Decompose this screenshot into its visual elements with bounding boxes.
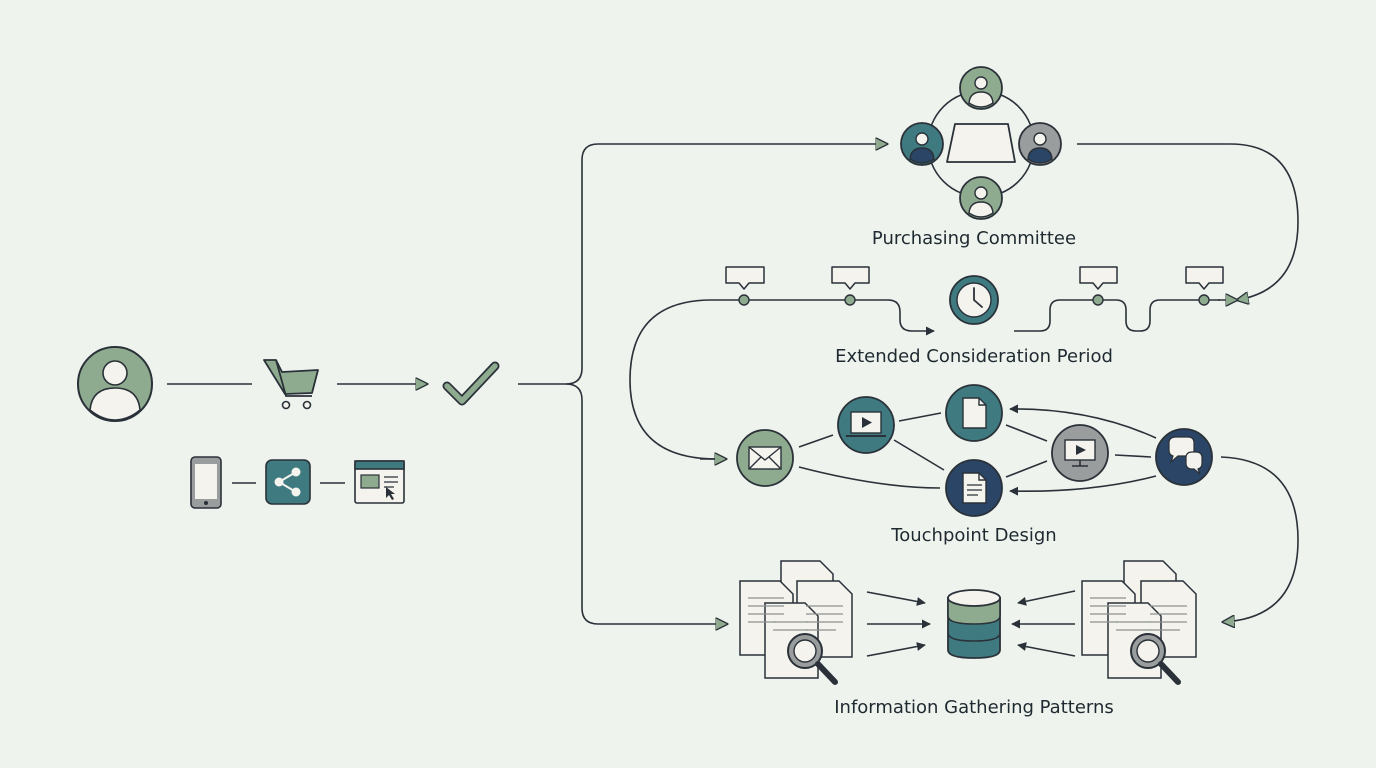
timeline-comment-1 — [725, 266, 765, 306]
committee-member-bottom — [959, 176, 1003, 220]
buyer-avatar — [77, 346, 153, 422]
committee-member-top — [959, 66, 1003, 110]
timeline-comment-2 — [831, 266, 870, 306]
purchasing-committee-cluster — [900, 66, 1062, 220]
browser-window-icon — [354, 460, 405, 504]
timeline-comment-4 — [1185, 266, 1224, 306]
shopping-cart-icon — [263, 359, 319, 410]
document-list-touchpoint-icon — [945, 459, 1003, 517]
document-touchpoint-icon — [945, 384, 1003, 442]
research-documents-right — [1081, 560, 1197, 685]
timeline-comment-3 — [1079, 266, 1118, 306]
committee-to-consideration-arrow — [1077, 143, 1299, 300]
committee-member-left — [900, 122, 944, 166]
data-inflow-arrows-left — [866, 591, 931, 657]
database-icon — [947, 589, 1001, 659]
committee-member-right — [1018, 122, 1062, 166]
chat-bubbles-icon — [1155, 428, 1213, 486]
meeting-table-icon — [946, 123, 1016, 163]
data-inflow-arrows-right — [1011, 590, 1076, 657]
touchpoint-to-information-arrow — [1220, 456, 1299, 622]
branch-to-information — [565, 383, 727, 624]
clock-icon — [949, 275, 999, 325]
email-touchpoint-icon — [736, 429, 794, 487]
checkmark-icon — [442, 361, 500, 406]
extended-consideration-label: Extended Consideration Period — [835, 346, 1113, 367]
branch-to-committee — [565, 144, 887, 385]
smartphone-icon — [190, 456, 222, 509]
touchpoint-design-label: Touchpoint Design — [890, 525, 1056, 546]
information-gathering-label: Information Gathering Patterns — [834, 697, 1114, 718]
research-documents-left — [739, 560, 853, 685]
touchpoint-network-links — [798, 404, 1157, 496]
webinar-touchpoint-icon — [1051, 424, 1109, 482]
purchasing-committee-label: Purchasing Committee — [872, 228, 1076, 249]
share-icon — [265, 459, 311, 505]
consideration-timeline-left — [629, 299, 935, 460]
consideration-timeline-right — [1014, 299, 1220, 332]
video-touchpoint-icon — [837, 396, 895, 454]
